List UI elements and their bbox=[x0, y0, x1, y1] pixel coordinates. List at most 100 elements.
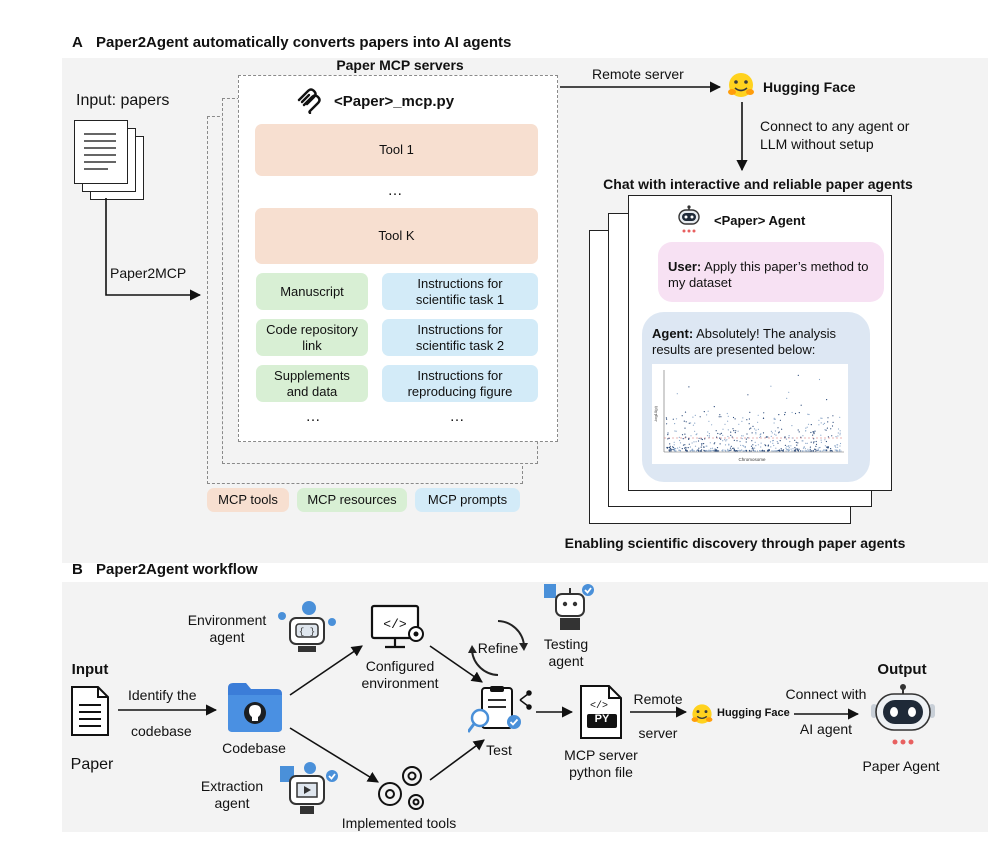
manhattan-point bbox=[728, 450, 730, 452]
manhattan-point bbox=[674, 423, 676, 425]
manhattan-point bbox=[837, 435, 839, 437]
manhattan-point bbox=[741, 449, 743, 451]
resource-supplements-label: Supplements and data bbox=[274, 367, 350, 399]
codebase-word: codebase bbox=[131, 723, 192, 739]
manhattan-point bbox=[707, 450, 709, 452]
manhattan-point bbox=[820, 441, 822, 443]
manhattan-point bbox=[673, 441, 675, 443]
manhattan-point bbox=[755, 445, 757, 447]
manhattan-point bbox=[752, 425, 754, 427]
manhattan-point bbox=[715, 430, 717, 432]
manhattan-point bbox=[689, 446, 691, 448]
tool-1-label: Tool 1 bbox=[379, 142, 414, 157]
manhattan-point bbox=[682, 438, 684, 440]
tool-1-box: Tool 1 bbox=[255, 124, 538, 176]
manhattan-point bbox=[837, 446, 839, 448]
manhattan-point bbox=[769, 441, 772, 443]
manhattan-point bbox=[760, 433, 762, 435]
prompt-task-1-label: Instructions for scientific task 1 bbox=[415, 275, 505, 307]
manhattan-point bbox=[669, 447, 672, 449]
manhattan-point bbox=[730, 431, 732, 433]
manhattan-point bbox=[708, 450, 710, 452]
manhattan-point bbox=[739, 450, 741, 452]
manhattan-point bbox=[768, 450, 770, 452]
manhattan-point bbox=[813, 431, 815, 433]
resources-ellipsis: … bbox=[305, 408, 321, 425]
manhattan-point bbox=[794, 439, 796, 441]
manhattan-point bbox=[688, 438, 690, 440]
manhattan-point bbox=[722, 434, 724, 436]
manhattan-point bbox=[810, 431, 812, 434]
manhattan-point bbox=[822, 423, 824, 425]
manhattan-point bbox=[742, 444, 744, 447]
manhattan-point bbox=[771, 450, 773, 452]
manhattan-point bbox=[788, 446, 790, 448]
manhattan-point bbox=[732, 416, 735, 419]
manhattan-point bbox=[753, 428, 756, 430]
manhattan-point bbox=[729, 449, 731, 452]
manhattan-point bbox=[672, 418, 674, 420]
manhattan-point bbox=[717, 432, 719, 435]
manhattan-point bbox=[825, 440, 827, 443]
manhattan-point bbox=[784, 414, 786, 416]
paper-agent-title: <Paper> Agent bbox=[714, 213, 806, 228]
manhattan-point bbox=[840, 450, 842, 452]
manhattan-point bbox=[683, 420, 685, 422]
manhattan-point bbox=[815, 450, 817, 452]
manhattan-point bbox=[753, 450, 755, 452]
mcp-server-python-file-label: MCP server python file bbox=[564, 747, 638, 780]
manhattan-point bbox=[711, 424, 713, 426]
test-clipboard-icon bbox=[468, 686, 532, 733]
manhattan-point bbox=[737, 430, 739, 432]
manhattan-point bbox=[784, 444, 786, 446]
manhattan-point bbox=[800, 436, 802, 438]
manhattan-point bbox=[788, 448, 790, 450]
manhattan-point bbox=[826, 446, 829, 448]
manhattan-point bbox=[839, 430, 841, 432]
resource-supplements: Supplements and data bbox=[256, 365, 368, 402]
manhattan-point bbox=[745, 438, 747, 440]
manhattan-point bbox=[779, 419, 781, 421]
manhattan-point bbox=[774, 418, 776, 420]
manhattan-point bbox=[816, 449, 818, 452]
manhattan-point bbox=[773, 444, 775, 447]
manhattan-point bbox=[835, 446, 837, 448]
manhattan-point bbox=[774, 433, 776, 435]
manhattan-point bbox=[823, 449, 825, 451]
manhattan-point bbox=[821, 450, 823, 452]
manhattan-point bbox=[750, 445, 753, 447]
svg-text:</>: </> bbox=[590, 700, 608, 712]
manhattan-point bbox=[681, 434, 684, 436]
manhattan-point bbox=[699, 416, 701, 418]
manhattan-point bbox=[839, 449, 841, 451]
manhattan-point bbox=[698, 437, 700, 439]
paper-agent-robot-icon bbox=[871, 684, 935, 745]
manhattan-point bbox=[707, 410, 709, 412]
panel-b-label: B bbox=[72, 561, 83, 578]
manhattan-point bbox=[741, 435, 743, 437]
manhattan-point bbox=[786, 448, 788, 450]
manhattan-point bbox=[754, 441, 756, 443]
manhattan-point bbox=[724, 439, 726, 441]
manhattan-point bbox=[697, 440, 700, 442]
manhattan-plot: -log10(p) Chromosome bbox=[652, 364, 848, 464]
manhattan-point bbox=[779, 440, 781, 442]
manhattan-point bbox=[786, 445, 788, 447]
manhattan-point bbox=[690, 422, 692, 424]
manhattan-point bbox=[795, 450, 797, 452]
manhattan-point bbox=[824, 449, 826, 451]
manhattan-point bbox=[708, 435, 710, 437]
manhattan-point bbox=[788, 445, 790, 447]
manhattan-point bbox=[733, 439, 735, 441]
bottom-caption: Enabling scientific discovery through pa… bbox=[564, 535, 906, 551]
manhattan-point bbox=[800, 404, 802, 406]
manhattan-point bbox=[668, 437, 670, 439]
test-label: Test bbox=[486, 742, 512, 758]
manhattan-point bbox=[671, 448, 673, 450]
manhattan-point bbox=[732, 428, 734, 430]
manhattan-point bbox=[727, 415, 729, 417]
manhattan-point bbox=[781, 428, 783, 430]
python-file-icon: </> bbox=[580, 685, 622, 739]
manhattan-point bbox=[720, 416, 722, 418]
